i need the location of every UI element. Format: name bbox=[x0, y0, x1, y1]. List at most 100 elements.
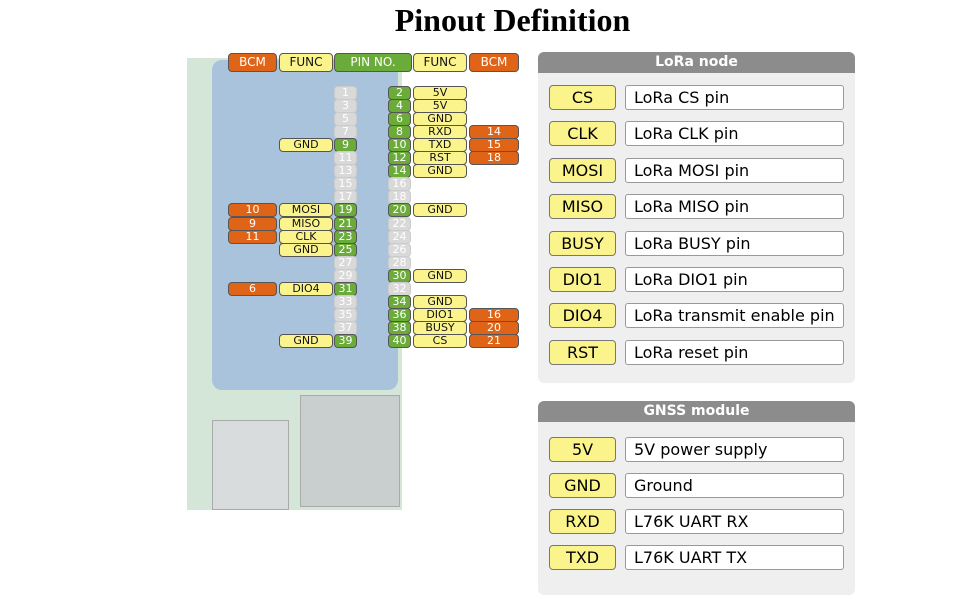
pin-number: 29 bbox=[334, 268, 357, 283]
pin-description: LoRa MISO pin bbox=[625, 194, 844, 220]
pin-number: 40 bbox=[388, 334, 411, 348]
pin-number: 24 bbox=[388, 229, 411, 244]
bcm-label: 21 bbox=[469, 334, 519, 348]
page-title: Pinout Definition bbox=[394, 2, 631, 38]
pin-label: DIO1 bbox=[549, 267, 616, 292]
pin-number: 31 bbox=[334, 281, 357, 296]
pin-number: 37 bbox=[334, 320, 357, 335]
pin-label: 5V bbox=[549, 437, 616, 462]
bcm-label: 9 bbox=[228, 216, 277, 231]
header-bcm-left: BCM bbox=[228, 53, 277, 72]
pin-number: 27 bbox=[334, 255, 357, 270]
pin-number: 18 bbox=[388, 190, 411, 205]
bcm-label: 15 bbox=[469, 138, 519, 153]
header-func-left: FUNC bbox=[279, 53, 333, 72]
pin-label: RXD bbox=[549, 509, 616, 534]
pin-description: L76K UART TX bbox=[625, 545, 844, 570]
func-label: TXD bbox=[413, 138, 467, 153]
pin-number: 4 bbox=[388, 99, 411, 113]
pin-number: 35 bbox=[334, 307, 357, 322]
pin-number: 33 bbox=[334, 294, 357, 309]
func-label: 5V bbox=[413, 99, 467, 113]
pin-number: 21 bbox=[334, 216, 357, 231]
pin-description: LoRa CLK pin bbox=[625, 121, 844, 147]
func-label: RST bbox=[413, 151, 467, 166]
ethernet-port-image bbox=[300, 395, 400, 507]
func-label: GND bbox=[279, 242, 333, 257]
pin-description: Ground bbox=[625, 473, 844, 498]
func-label: GND bbox=[279, 334, 333, 348]
header-func-right: FUNC bbox=[413, 53, 467, 72]
func-label: GND bbox=[279, 138, 333, 153]
pin-number: 2 bbox=[388, 86, 411, 100]
bcm-label: 16 bbox=[469, 307, 519, 322]
bcm-label: 18 bbox=[469, 151, 519, 166]
pin-description: LoRa DIO1 pin bbox=[625, 267, 844, 292]
func-label: MISO bbox=[279, 216, 333, 231]
header-pin-no: PIN NO. bbox=[334, 53, 412, 72]
pin-label: GND bbox=[549, 473, 616, 498]
bcm-label: 11 bbox=[228, 229, 277, 244]
pin-label: MISO bbox=[549, 194, 616, 220]
pin-description: 5V power supply bbox=[625, 437, 844, 462]
bcm-label: 20 bbox=[469, 320, 519, 335]
pin-description: LoRa CS pin bbox=[625, 85, 844, 110]
bcm-label: 10 bbox=[228, 203, 277, 218]
lora-node-title: LoRa node bbox=[538, 52, 855, 73]
pin-number: 34 bbox=[388, 294, 411, 309]
pin-number: 39 bbox=[334, 334, 357, 348]
func-label: GND bbox=[413, 112, 467, 127]
pin-label: TXD bbox=[549, 545, 616, 570]
pin-number: 17 bbox=[334, 190, 357, 205]
func-label: 5V bbox=[413, 86, 467, 100]
pin-number: 20 bbox=[388, 203, 411, 218]
func-label: DIO4 bbox=[279, 281, 333, 296]
func-label: RXD bbox=[413, 125, 467, 140]
pin-number: 38 bbox=[388, 320, 411, 335]
pin-label: DIO4 bbox=[549, 303, 616, 329]
pin-number: 23 bbox=[334, 229, 357, 244]
header-bcm-right: BCM bbox=[469, 53, 519, 72]
bcm-label: 14 bbox=[469, 125, 519, 140]
pin-number: 12 bbox=[388, 151, 411, 166]
pin-number: 22 bbox=[388, 216, 411, 231]
pin-number: 13 bbox=[334, 164, 357, 179]
pin-number: 6 bbox=[388, 112, 411, 127]
bcm-label: 6 bbox=[228, 281, 277, 296]
pin-number: 19 bbox=[334, 203, 357, 218]
func-label: MOSI bbox=[279, 203, 333, 218]
pin-number: 1 bbox=[334, 86, 357, 100]
func-label: GND bbox=[413, 268, 467, 283]
func-label: BUSY bbox=[413, 320, 467, 335]
pin-number: 30 bbox=[388, 268, 411, 283]
pin-number: 15 bbox=[334, 177, 357, 192]
pin-number: 28 bbox=[388, 255, 411, 270]
pin-number: 9 bbox=[334, 138, 357, 153]
pin-number: 11 bbox=[334, 151, 357, 166]
pin-label: CS bbox=[549, 85, 616, 110]
pin-label: CLK bbox=[549, 121, 616, 147]
func-label: CS bbox=[413, 334, 467, 348]
pin-number: 5 bbox=[334, 112, 357, 127]
func-label: CLK bbox=[279, 229, 333, 244]
gnss-module-title: GNSS module bbox=[538, 401, 855, 422]
pin-number: 14 bbox=[388, 164, 411, 179]
usb-port-image bbox=[212, 420, 289, 510]
pin-number: 32 bbox=[388, 281, 411, 296]
pin-label: MOSI bbox=[549, 157, 616, 183]
pin-number: 8 bbox=[388, 125, 411, 140]
pin-number: 7 bbox=[334, 125, 357, 140]
pin-description: LoRa BUSY pin bbox=[625, 230, 844, 256]
func-label: GND bbox=[413, 164, 467, 179]
func-label: GND bbox=[413, 203, 467, 218]
pin-description: LoRa reset pin bbox=[625, 339, 844, 365]
pin-number: 25 bbox=[334, 242, 357, 257]
pin-number: 16 bbox=[388, 177, 411, 192]
pin-number: 26 bbox=[388, 242, 411, 257]
pin-description: LoRa transmit enable pin bbox=[625, 303, 844, 329]
func-label: GND bbox=[413, 294, 467, 309]
pin-label: RST bbox=[549, 339, 616, 365]
pin-number: 36 bbox=[388, 307, 411, 322]
